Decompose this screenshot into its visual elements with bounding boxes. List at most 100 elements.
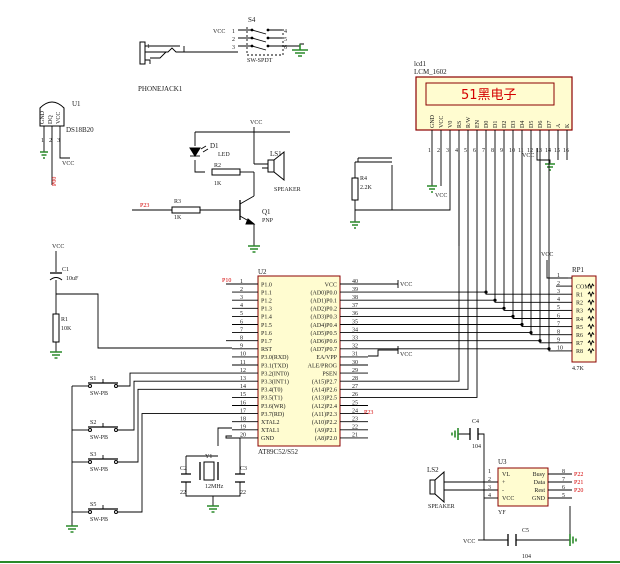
svg-text:DQ: DQ [48, 115, 54, 124]
mcu-pin-name: P3.1(TXD) [261, 362, 288, 369]
ground-symbol [207, 505, 219, 513]
mcu-pin-num: 39 [352, 287, 358, 293]
mcu-pin-name: (AD4)P0.4 [311, 322, 338, 329]
mcu-pin-num: 36 [352, 311, 358, 317]
ground-symbol [40, 151, 48, 159]
rp1-pin-num: 9 [557, 338, 560, 344]
lcd-pins: 1GND2VCC3V04RS5R/W6EN7D08D19D210D311D412… [428, 114, 571, 160]
r4-resistor [351, 177, 359, 201]
r1-resistor [52, 313, 60, 343]
lcd-pin-num: 5 [464, 148, 467, 154]
ground-symbol [545, 163, 555, 171]
mcu-pin-name: P3.7(RD) [261, 411, 284, 418]
mcu-body [257, 275, 341, 447]
mcu-pin-name: GND [261, 436, 275, 442]
mcu-pin-name: (AD5)P0.5 [311, 330, 338, 337]
c4-value: 104 [472, 444, 481, 450]
mcu-pin-name: (AD3)P0.3 [311, 314, 338, 321]
mcu-pin-num: 6 [240, 319, 243, 325]
c1-value: 10uF [66, 276, 79, 282]
mcu-pin-name: P1.1 [261, 290, 272, 296]
rp1-pin-name: R7 [576, 341, 583, 347]
bus-wire [368, 160, 514, 317]
switch-s4: S4 VCC 1 2 3 4 5 6 SW-SPDT [183, 16, 308, 64]
lcd-pin-name: D3 [511, 121, 517, 128]
led-ref: D1 [210, 142, 219, 150]
mcu-pin-num: 11 [240, 360, 246, 366]
junction-dot [520, 322, 524, 327]
reset-vcc: VCC [52, 244, 64, 250]
rp1-pin-name: R2 [576, 301, 583, 307]
r2-ref: R2 [214, 163, 221, 169]
mcu-pin-name: (A9)P2.1 [315, 427, 337, 434]
mcu-pin-num: 9 [240, 344, 243, 350]
lcd-screen [425, 82, 555, 106]
button-ref: S2 [90, 420, 96, 426]
u3-pin-name: Rest [534, 488, 545, 494]
mcu-pin-num: 22 [352, 425, 358, 431]
lcd-display-text: 51黑电子 [461, 88, 517, 103]
lcd-pin-num: 11 [518, 148, 524, 154]
bus-wire [368, 160, 460, 382]
ls1-ref: LS1 [270, 150, 282, 158]
r3-net: P23 [140, 203, 149, 209]
u3-pin-num: 4 [488, 493, 491, 499]
lcd-pin-name: D0 [484, 121, 490, 128]
ground-symbol [427, 185, 437, 193]
reset-circuit: VCC C1 10uF R1 10K [49, 244, 232, 359]
mcu-pin-name: (A10)P2.2 [312, 419, 337, 426]
mcu-pin-name: (AD1)P0.1 [311, 298, 338, 305]
mcu-pin-name: P1.4 [261, 315, 272, 321]
rp1-pin-name: R4 [576, 317, 583, 323]
phonejack-pin-num: 1 [147, 44, 150, 50]
c5-value: 104 [522, 554, 531, 560]
mcu-port-label: P10 [222, 278, 231, 284]
mcu-pin-num: 15 [240, 392, 246, 398]
phonejack-ref: PHONEJACK1 [138, 85, 183, 93]
mcu-pin-name: (AD7)P0.7 [311, 346, 338, 353]
mcu-pin-num: 16 [240, 400, 246, 406]
button-part: SW-PB [90, 467, 108, 473]
rp1-pin-num: 7 [557, 321, 560, 327]
c2-ref: C2 [180, 466, 187, 472]
button-ref: S5 [90, 502, 96, 508]
led-part: LED [218, 152, 230, 158]
junction-dot [502, 306, 506, 310]
led-vcc: VCC [250, 120, 262, 126]
u3-net: P20 [574, 488, 583, 494]
rp1-pin-name: R8 [576, 349, 583, 355]
mcu-pin-name: P1.7 [261, 339, 272, 345]
button-wire [118, 372, 232, 387]
rp1-pin-num: 1 [557, 273, 560, 279]
mcu-pin-num: 38 [352, 295, 358, 301]
rp1-pin-name: R6 [576, 333, 583, 339]
r2-resistor [211, 168, 241, 176]
ground-symbol [248, 245, 260, 253]
voice-module: C4 104 LS2 SPEAKER U3 YF 1VL2+3-4VCC8Bus… [427, 419, 583, 560]
lcd-pin-name: D2 [502, 121, 508, 128]
lcd-pin-num: 10 [509, 148, 515, 154]
mcu-pin-num: 14 [240, 384, 246, 390]
phonejack: 1 PHONEJACK1 [138, 41, 232, 93]
svg-text:3: 3 [57, 138, 60, 144]
mcu-pin-num: 25 [352, 400, 358, 406]
lcd-pin-num: 13 [536, 148, 542, 154]
y1-value: 12MHz [205, 484, 224, 490]
bus-wire [521, 324, 556, 328]
mcu-pin-name: P3.3(INT1) [261, 379, 289, 386]
ground-symbol [350, 221, 360, 229]
bus-wire [368, 160, 478, 398]
button-ref: S3 [90, 452, 96, 458]
mcu-pin-name: ALE/PROG [308, 363, 338, 369]
mcu-pin-num: 13 [240, 376, 246, 382]
lcd-pin-num: 1 [428, 148, 431, 154]
u3-pin-name: Busy [533, 472, 545, 478]
bus-wire [530, 332, 556, 336]
rp1-pin-num: 5 [557, 305, 560, 311]
ds18b20-p00: P00 [52, 177, 58, 186]
button-ref: S1 [90, 376, 96, 382]
c3-value: 22 [240, 490, 246, 496]
u3-pin-name: VCC [502, 496, 514, 502]
bus-wire [539, 340, 556, 344]
